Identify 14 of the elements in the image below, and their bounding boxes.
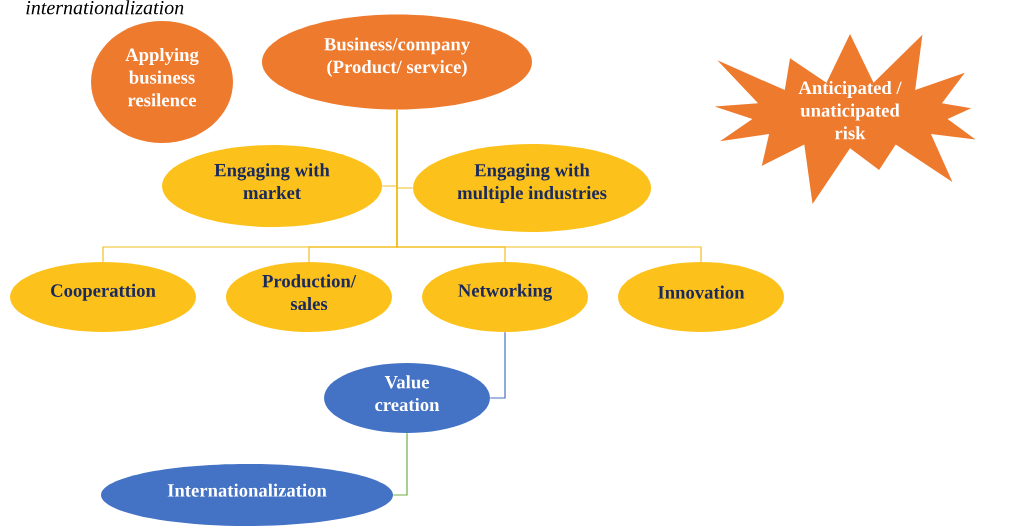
connector-line	[489, 331, 506, 399]
ellipse-node: Cooperattion	[10, 262, 196, 332]
ellipse-node: Engaging with market	[162, 145, 382, 227]
connector-line	[396, 109, 702, 263]
ellipse-node: Value creation	[324, 363, 490, 433]
ellipse-node: Internationalization	[101, 464, 393, 526]
ellipse-node: Production/ sales	[226, 262, 392, 332]
ellipse-node: Engaging with multiple industries	[413, 144, 651, 232]
ellipse-node: Applying business resilence	[91, 21, 233, 143]
italic-heading: internationalization	[26, 0, 184, 15]
ellipse-node: Innovation	[618, 262, 784, 332]
ellipse-node: Networking	[422, 262, 588, 332]
ellipse-node: Business/company (Product/ service)	[262, 14, 532, 110]
connector-line	[392, 432, 408, 496]
